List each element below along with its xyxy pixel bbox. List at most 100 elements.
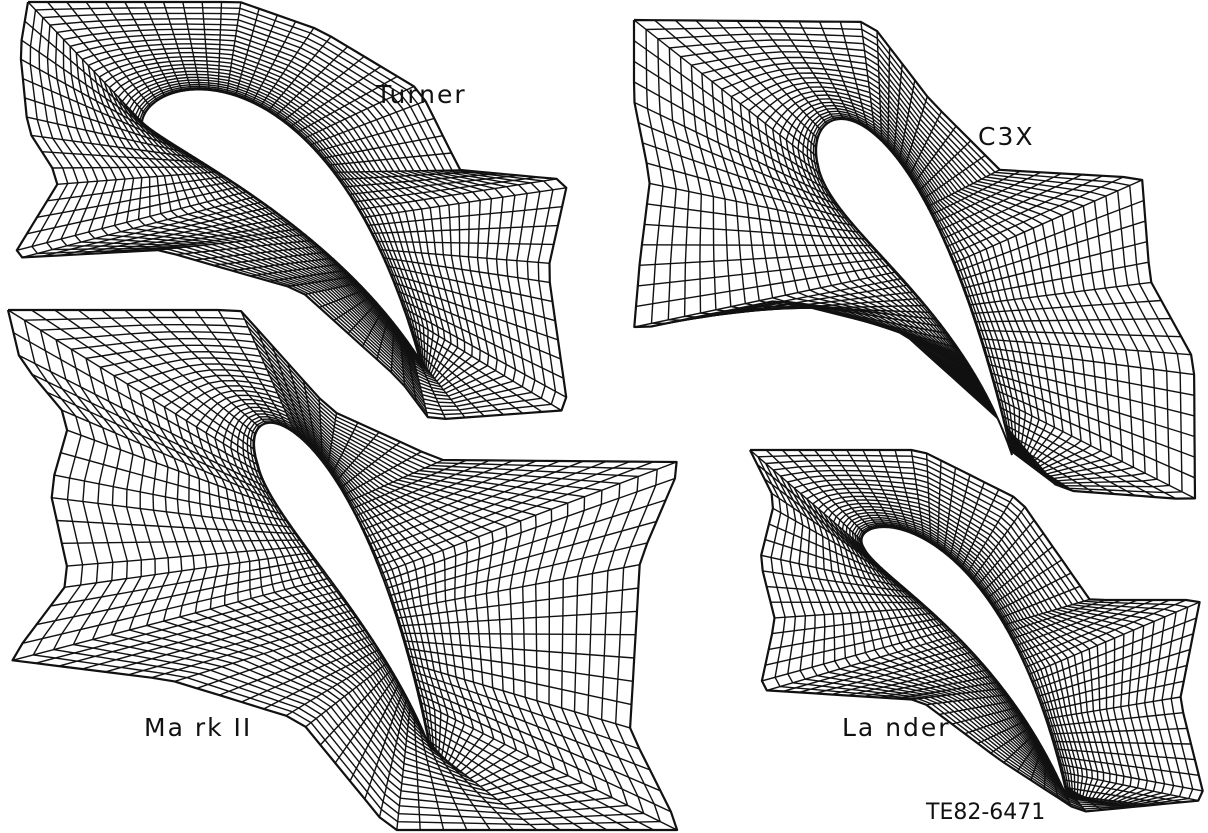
grid-spoke (633, 60, 824, 183)
grid-spoke (174, 622, 362, 683)
grid-ring (858, 524, 1070, 799)
grid-spoke (182, 1, 201, 90)
grid-ring (87, 47, 481, 388)
grid-spoke (201, 1, 210, 91)
grid-ring (802, 110, 1017, 455)
grid-spoke (396, 587, 639, 619)
grid-spoke (54, 309, 255, 451)
grid-ring (785, 101, 1033, 459)
grid-ring (29, 7, 557, 416)
grid-spoke (1004, 424, 1136, 497)
grid-spoke (635, 264, 891, 308)
grid-spoke (715, 20, 822, 131)
grid-spoke (634, 271, 897, 328)
grid-spoke (381, 461, 677, 575)
grid-spoke (391, 542, 648, 604)
grid-ring (185, 390, 495, 772)
grid-ring (856, 522, 1072, 799)
grid-spoke (983, 346, 1195, 376)
grid-ring (125, 76, 429, 369)
grid-ring (205, 398, 475, 766)
blade-airfoil (860, 526, 1069, 801)
grid-ring (99, 351, 583, 801)
grid-ring (98, 56, 466, 382)
grid-ring (236, 413, 442, 755)
grid-spoke (975, 317, 1172, 323)
grid-spoke (633, 40, 821, 175)
grid-ring (828, 502, 1105, 801)
grid-ring (108, 63, 452, 377)
grid-ring (246, 418, 435, 752)
grid-spoke (54, 474, 288, 522)
grid-spoke (47, 175, 225, 202)
mark-ii-grid (6, 308, 679, 832)
grid-ring (711, 62, 1113, 475)
grid-spoke (969, 281, 1152, 306)
grid-ring (113, 357, 569, 796)
grid-spoke (736, 20, 828, 125)
grid-ring (117, 70, 440, 373)
grid-spoke (124, 309, 260, 428)
grid-ring (797, 107, 1021, 456)
grid-spoke (369, 460, 584, 545)
grid-spoke (389, 520, 657, 597)
grid-spoke (642, 142, 844, 213)
grid-spoke (100, 309, 256, 435)
grid-spoke (646, 203, 861, 233)
grid-spoke (60, 206, 270, 257)
grid-ring (668, 39, 1158, 484)
grid-ring (55, 23, 526, 404)
grid-ring (721, 67, 1102, 473)
grid-ring (849, 517, 1079, 800)
grid-ring (103, 59, 459, 380)
grid-ring (151, 374, 530, 784)
outer-boundary (632, 18, 1197, 500)
grid-ring (113, 67, 446, 375)
grid-spoke (379, 248, 550, 264)
grid-spoke (367, 206, 563, 227)
grid-ring (174, 385, 506, 776)
grid-spoke (939, 172, 1062, 232)
grid-spoke (218, 635, 371, 696)
grid-ring (772, 94, 1048, 462)
grid-ring (137, 85, 423, 363)
grid-spoke (401, 632, 636, 636)
grid-spoke (57, 171, 218, 185)
grid-ring (126, 363, 556, 792)
grid-spoke (980, 338, 1192, 356)
grid-ring (129, 79, 426, 367)
grid-ring (833, 506, 1099, 801)
grid-ring (75, 38, 498, 394)
grid-ring (779, 469, 1166, 805)
grid-spoke (31, 309, 257, 458)
grid-spoke (639, 251, 879, 266)
grid-spoke (409, 324, 543, 413)
grid-ring (845, 514, 1084, 800)
grid-ring (810, 114, 1014, 453)
grid-spoke (18, 354, 264, 481)
grid-spoke (406, 315, 562, 412)
blade-airfoil (253, 421, 431, 749)
grid-spoke (66, 429, 279, 509)
grid-ring (69, 33, 507, 397)
grid-ring (806, 487, 1132, 803)
outer-boundary (6, 308, 679, 832)
grid-spoke (966, 261, 1149, 298)
grid-spoke (35, 583, 334, 664)
grid-spoke (378, 461, 654, 567)
grid-spoke (363, 187, 567, 219)
c3x-label: C3X (978, 122, 1035, 151)
grid-spoke (36, 180, 233, 218)
grid-spoke (51, 497, 292, 528)
c3x-grid (632, 18, 1197, 500)
grid-spoke (383, 257, 550, 284)
grid-spoke (988, 363, 1195, 417)
grid-spoke (1002, 415, 1156, 498)
grid-ring (851, 519, 1076, 799)
grid-spoke (959, 220, 1146, 281)
grid-spoke (12, 577, 330, 661)
grid-spoke (50, 558, 316, 607)
grid-spoke (375, 460, 631, 560)
grid-ring (812, 116, 1013, 453)
